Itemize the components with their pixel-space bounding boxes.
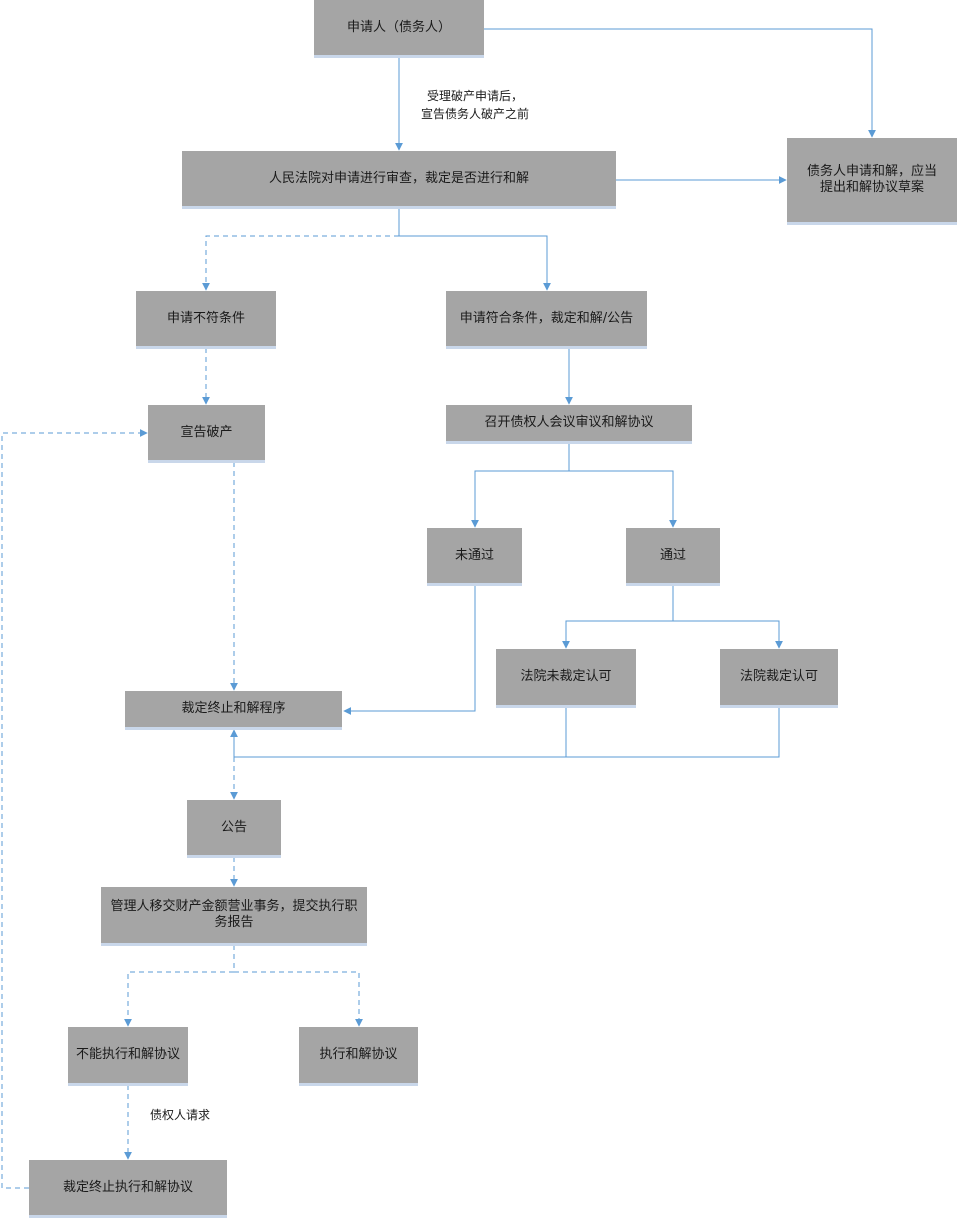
node-debtor-draft: 债务人申请和解，应当提出和解协议草案 [787, 138, 957, 225]
edge-handover-to-execute [234, 971, 363, 1027]
node-terminate-procedure: 裁定终止和解程序 [125, 691, 342, 730]
edge-not-passed-to-terminate [343, 585, 476, 715]
node-not-qualified: 申请不符条件 [136, 291, 276, 349]
node-announcement: 公告 [187, 800, 281, 858]
edge-court-approved-merge [234, 707, 780, 758]
note-creditor-request: 债权人请求 [149, 1108, 210, 1122]
node-execute: 执行和解协议 [299, 1027, 418, 1086]
node-court-approved: 法院裁定认可 [720, 649, 838, 708]
node-administrator-handover: 管理人移交财产金额营业事务，提交执行职务报告 [101, 887, 367, 946]
node-terminate-execution: 裁定终止执行和解协议 [29, 1160, 227, 1218]
node-court-not-approved: 法院未裁定认可 [496, 649, 636, 708]
edge-handover-to-cannot-execute [124, 945, 235, 1027]
node-declare-bankruptcy: 宣告破产 [148, 405, 265, 463]
note-accept-line1: 受理破产申请后， [426, 89, 523, 103]
note-accept-period: 受理破产申请后， 宣告债务人破产之前 [410, 87, 540, 123]
edge-review-to-not-qualified [202, 235, 399, 291]
edge-applicant-to-draft [484, 28, 876, 138]
node-qualified: 申请符合条件，裁定和解/公告 [446, 291, 647, 349]
edge-passed-to-court-approved [673, 620, 783, 649]
edge-terminate-execution-to-bankruptcy [1, 429, 148, 1189]
edge-passed-to-court-not-approved [562, 585, 674, 649]
node-passed: 通过 [626, 528, 720, 586]
node-creditors-meeting: 召开债权人会议审议和解协议 [446, 405, 692, 444]
edge-review-to-qualified [398, 209, 551, 291]
note-accept-line2: 宣告债务人破产之前 [420, 107, 529, 121]
node-cannot-execute: 不能执行和解协议 [68, 1027, 188, 1086]
node-not-passed: 未通过 [427, 528, 522, 586]
edge-meeting-to-not-passed [471, 443, 570, 528]
edge-meeting-to-passed [569, 470, 677, 528]
node-court-review: 人民法院对申请进行审查，裁定是否进行和解 [182, 151, 616, 209]
node-applicant: 申请人（债务人） [314, 0, 484, 58]
